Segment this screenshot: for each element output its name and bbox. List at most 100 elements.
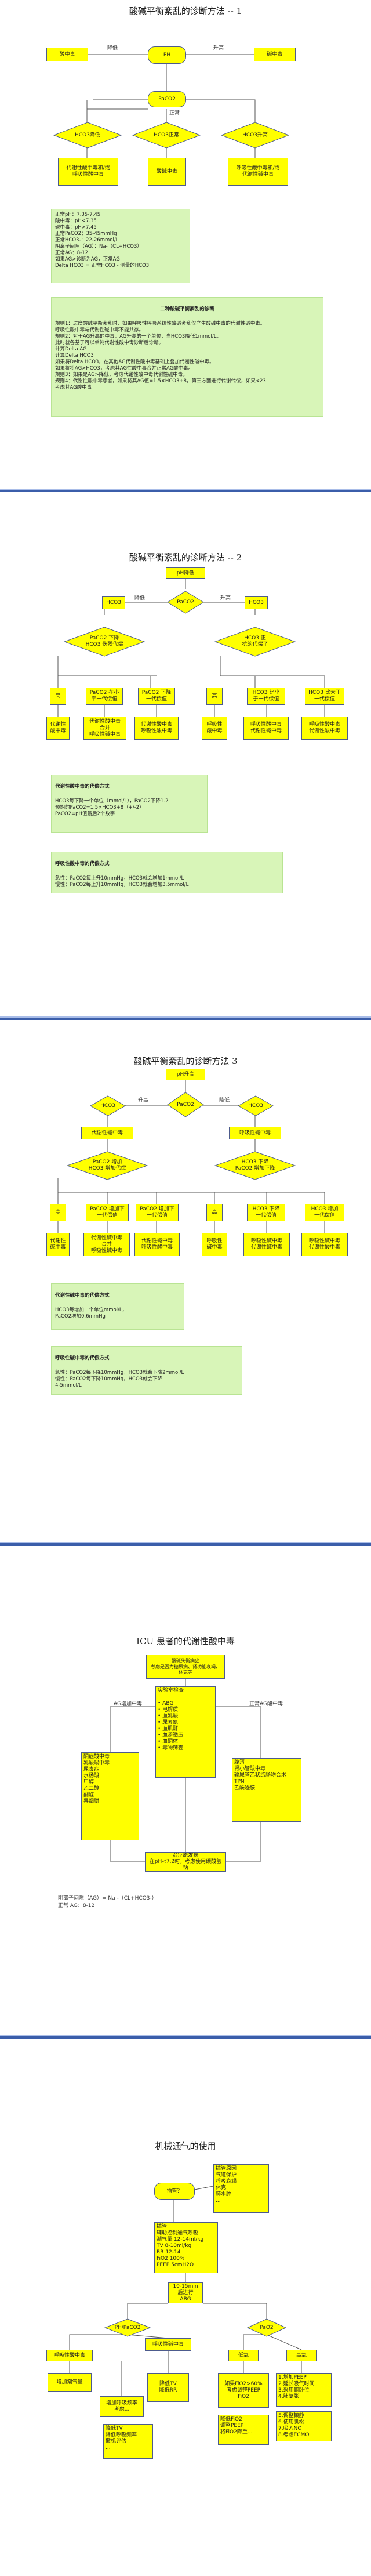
hypoxia-box: 低氧 xyxy=(228,2350,259,2361)
low-label: 降低 xyxy=(107,45,118,51)
step-fio2: 如果FiO2>60% 考虑调整PEEP FiO2 xyxy=(218,2373,269,2408)
node-6: HCO3 增加 一代偿值 xyxy=(305,1204,344,1221)
intubation-reasons: 插管原因 气道保护 呼吸衰竭 休克 肺水肿 ... xyxy=(213,2164,269,2213)
low-label: 降低 xyxy=(219,1098,230,1104)
lab-tests-box: 实验室检查 • ABG • 电解质 • 血乳酸 • 尿素氮 • 血肌酐 • 血渗… xyxy=(155,1686,216,1778)
ph-node: PH xyxy=(148,46,186,64)
result-1: 代谢性 酸中毒 xyxy=(46,717,70,740)
slide-2-title: 酸碱平衡紊乱的诊断方法 -- 2 xyxy=(129,552,242,563)
respiratory-alkalosis-box: 呼吸性碱中毒 xyxy=(229,1127,281,1139)
left-decision-text: PaCO2 下降 HCO3 伤残代偿 xyxy=(85,635,123,647)
ph-paco2-text: PH/PaCO2 xyxy=(114,2324,141,2331)
normal-ag-causes: 腹泻 肾小管酸中毒 输尿管乙状结肠吻合术 TPN 乙酰唑胺 xyxy=(232,1758,301,1822)
rules-text: 规则1：过度酸碱平衡紊乱时，如果呼吸性呼吸系统性酸碱紊乱仅产生酸碱中毒的代谢性碱… xyxy=(55,321,266,390)
divider-1 xyxy=(0,489,371,492)
step-lower-settings: 降低TV 降低呼吸频率 撤机评估 ... xyxy=(103,2424,153,2459)
comp1-text: HCO3每下降一个单位（mmol/L），PaCO2下降1.2 预期的PaCO2=… xyxy=(55,798,169,817)
metabolic-alkalosis-comp: 代谢性碱中毒的代偿方式 HCO3每增加一个单位mmol/L， PaCO2增加0.… xyxy=(51,1283,184,1330)
result-1: 代谢性 碱中毒 xyxy=(46,1233,70,1256)
slide-3: 酸碱平衡紊乱的诊断方法 3 pH升高 HCO3 PaCO2 HCO3 升高 降低 xyxy=(0,1027,371,1549)
hco3-right-text: HCO3 xyxy=(248,1102,263,1109)
node-2: PaCO2 增加下 一代偿值 xyxy=(86,1204,129,1221)
slide-4-connectors xyxy=(110,1678,261,1862)
resp-alkalosis-box: 呼吸性碱中毒 xyxy=(145,2338,191,2351)
divider-2 xyxy=(0,1016,371,1020)
result-6: 呼吸性碱中毒 代谢性酸中毒 xyxy=(301,1233,348,1256)
result-left: 代谢性酸中毒和/或 呼吸性酸中毒 xyxy=(58,158,118,186)
hco3-high-diamond: HCO3升高 xyxy=(221,122,289,149)
normal-ag-label: 正常AG酸中毒 xyxy=(249,1701,283,1707)
metabolic-acidosis-comp: 代谢性酸中毒的代偿方式 HCO3每下降一个单位（mmol/L），PaCO2下降1… xyxy=(51,775,208,833)
result-3: 代谢性酸中毒 呼吸性酸中毒 xyxy=(134,717,179,740)
node-1: 高 xyxy=(50,688,66,705)
node-5: HCO3 下降 一代偿值 xyxy=(247,1204,285,1221)
normal-label: 正常 xyxy=(169,110,180,116)
node-3: PaCO2 增加下 一代偿值 xyxy=(136,1204,179,1221)
pao2-diamond: PaO2 xyxy=(247,2318,286,2337)
intubate-question: 插管？ xyxy=(154,2183,195,2200)
divider-4 xyxy=(0,2035,371,2039)
node-4: 高 xyxy=(206,1204,223,1221)
resp-acidosis-box: 呼吸性酸中毒 xyxy=(46,2350,93,2361)
high-label: 升高 xyxy=(220,595,231,601)
hco3-low-text: HCO3降低 xyxy=(75,132,100,138)
node-4: 高 xyxy=(206,688,223,705)
step-lower-tv: 降低TV 降低RR xyxy=(147,2373,189,2402)
comp1-text: HCO3每增加一个单位mmol/L， PaCO2增加0.6mmHg xyxy=(55,1307,128,1319)
paco2-diamond: PaCO2 xyxy=(167,591,204,614)
high-label: 升高 xyxy=(213,45,224,51)
respiratory-acidosis-comp: 呼吸性酸中毒的代偿方式 急性：PaCO2每上升10mmHg，HCO3就会增加1m… xyxy=(51,852,283,893)
hco3-normal-diamond: HCO3正常 xyxy=(132,122,201,149)
rules-box: 二种酸碱平衡紊乱的诊断 规则1：过度酸碱平衡紊乱时，如果呼吸性呼吸系统性酸碱紊乱… xyxy=(51,297,323,417)
result-4: 呼吸性 酸中毒 xyxy=(202,717,227,740)
slide-2: 酸碱平衡紊乱的诊断方法 -- 2 pH降低 HCO3 PaCO2 HCO3 降低… xyxy=(0,511,371,1021)
metabolic-alkalosis-box: 代谢性碱中毒 xyxy=(81,1127,133,1139)
hco3-right-diamond: HCO3 xyxy=(238,1095,274,1116)
right-decision-text: HCO3 正 抗的代偿了 xyxy=(242,635,268,647)
ph-paco2-diamond: PH/PaCO2 xyxy=(104,2318,151,2337)
vent-settings: 插管 辅助控制通气呼吸 潮气量 12-14ml/kg TV 8-10ml/kg … xyxy=(154,2222,218,2273)
paco2-node: PaCO2 xyxy=(148,91,186,107)
comp1-title: 代谢性碱中毒的代偿方式 xyxy=(55,1293,110,1298)
hco3-left-text: HCO3 xyxy=(100,1102,115,1109)
node-3: PaCO2 下降 一代偿值 xyxy=(138,688,175,705)
abg-box: 10-15min后进行 ABG xyxy=(168,2282,203,2303)
alkalosis-box: 碱中毒 xyxy=(254,48,296,61)
step-increase-tv: 增加潮气量 xyxy=(48,2373,92,2392)
hco3-low-diamond: HCO3降低 xyxy=(53,122,122,149)
result-mid: 酸碱中毒 xyxy=(148,158,186,186)
comp2-title: 呼吸性酸中毒的代偿方式 xyxy=(55,861,110,867)
hco3-left-diamond: HCO3 xyxy=(90,1095,126,1116)
slide-4: ICU 患者的代谢性酸中毒 酸碱失衡病史 考虑是否为糖尿病、肾功能衰竭、 休克等… xyxy=(0,1555,371,2042)
high-ag-causes: 酮症酸中毒 乳酸酸中毒 尿毒症 水杨酸 甲醇 乙二醇 副醛 异烟肼 xyxy=(81,1752,139,1840)
node-1: 高 xyxy=(50,1204,66,1221)
result-5: 呼吸性酸中毒 代谢性碱中毒 xyxy=(243,717,289,740)
respiratory-alkalosis-comp: 呼吸性碱中毒的代偿方式 急性：PaCO2每下降10mmHg，HCO3就会下降2m… xyxy=(51,1346,242,1395)
left-decision-text: PaCO2 增加 HCO3 增加代偿 xyxy=(88,1159,126,1171)
hco3-right-node: HCO3 xyxy=(245,596,268,609)
right-decision: HCO3 正 抗的代偿了 xyxy=(214,627,296,657)
right-decision: HCO3 下降 PaCO2 增加下降 xyxy=(214,1151,296,1180)
ph-low-node: pH降低 xyxy=(166,567,205,579)
paco2-text: PaCO2 xyxy=(177,1101,194,1108)
slide-2-connectors xyxy=(57,579,325,717)
comp1-title: 代谢性酸中毒的代偿方式 xyxy=(55,784,110,790)
step-high-o2: 1.增加PEEP 2.延长吸气时间 3.采用俯卧位 4.肺复张 xyxy=(276,2373,332,2407)
comp2-title: 呼吸性碱中毒的代偿方式 xyxy=(55,1355,110,1361)
slide-4-title: ICU 患者的代谢性酸中毒 xyxy=(136,1636,235,1647)
result-2: 代谢性碱中毒 合并 呼吸性碱中毒 xyxy=(83,1233,130,1256)
node-2: PaCO2 在小 平一代偿值 xyxy=(86,688,123,705)
step-increase-rr: 增加呼吸频率 考虑... xyxy=(100,2396,144,2417)
slide-5-connectors xyxy=(69,2186,302,2396)
slide-5-title: 机械通气的使用 xyxy=(155,2141,216,2151)
hco3-left-node: HCO3 xyxy=(102,596,125,609)
comp2-text: 急性：PaCO2每下降10mmHg，HCO3就会下降2mmol/L 慢性：PaC… xyxy=(55,1370,184,1388)
right-decision-text: HCO3 下降 PaCO2 增加下降 xyxy=(235,1159,275,1171)
node-5: HCO3 比小 于一代偿值 xyxy=(247,688,285,705)
slide-5: 机械通气的使用 插管？ 插管原因 气道保护 呼吸衰竭 休克 肺水肿 ... 插管… xyxy=(0,2048,371,2576)
paco2-diamond: PaCO2 xyxy=(167,1092,204,1117)
ag-increased-label: AG增加中毒 xyxy=(114,1701,142,1707)
rules-title: 二种酸碱平衡紊乱的诊断 xyxy=(160,306,214,312)
pao2-text: PaO2 xyxy=(260,2324,274,2331)
treatment-box: 治疗原发病 在pH<7.2时，考虑使用碳酸氢钠 xyxy=(145,1852,226,1872)
